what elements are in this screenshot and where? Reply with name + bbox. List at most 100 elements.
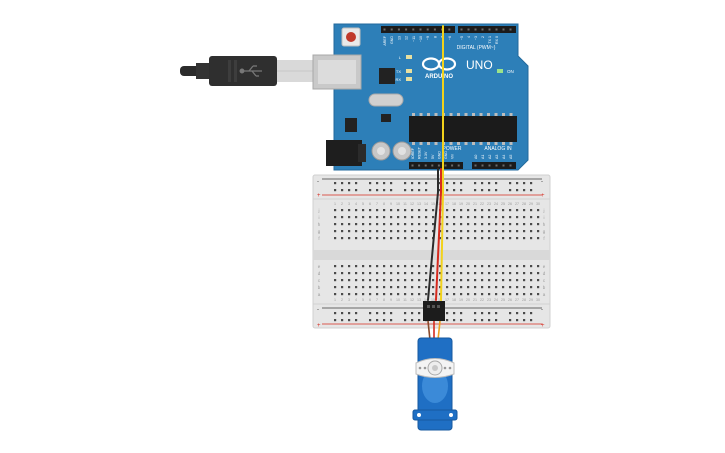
breadboard-hole[interactable] <box>383 237 386 240</box>
breadboard-hole[interactable] <box>355 293 358 296</box>
breadboard-hole[interactable] <box>474 272 477 275</box>
breadboard-hole[interactable] <box>397 265 400 268</box>
breadboard-hole[interactable] <box>334 237 337 240</box>
breadboard-hole[interactable] <box>439 279 442 282</box>
breadboard-hole[interactable] <box>446 216 449 219</box>
header-hole[interactable] <box>383 28 386 31</box>
breadboard-hole[interactable] <box>418 223 421 226</box>
breadboard-hole[interactable] <box>467 279 470 282</box>
breadboard-hole[interactable] <box>488 182 491 185</box>
breadboard-hole[interactable] <box>516 265 519 268</box>
breadboard-hole[interactable] <box>411 237 414 240</box>
analog-header[interactable] <box>472 162 516 169</box>
breadboard-hole[interactable] <box>390 293 393 296</box>
breadboard-hole[interactable] <box>376 237 379 240</box>
breadboard-hole[interactable] <box>362 265 365 268</box>
breadboard-hole[interactable] <box>537 286 540 289</box>
breadboard-hole[interactable] <box>474 265 477 268</box>
breadboard-hole[interactable] <box>425 272 428 275</box>
breadboard-hole[interactable] <box>334 312 337 315</box>
breadboard-hole[interactable] <box>460 279 463 282</box>
breadboard-hole[interactable] <box>411 286 414 289</box>
breadboard-hole[interactable] <box>397 216 400 219</box>
breadboard-hole[interactable] <box>390 209 393 212</box>
breadboard-hole[interactable] <box>460 293 463 296</box>
breadboard-hole[interactable] <box>341 230 344 233</box>
breadboard-hole[interactable] <box>530 265 533 268</box>
breadboard-hole[interactable] <box>495 237 498 240</box>
breadboard-hole[interactable] <box>418 237 421 240</box>
header-hole[interactable] <box>405 28 408 31</box>
breadboard-hole[interactable] <box>509 230 512 233</box>
breadboard-hole[interactable] <box>460 223 463 226</box>
breadboard-hole[interactable] <box>348 265 351 268</box>
header-hole[interactable] <box>426 28 429 31</box>
breadboard-hole[interactable] <box>488 230 491 233</box>
breadboard-hole[interactable] <box>397 272 400 275</box>
breadboard-hole[interactable] <box>369 293 372 296</box>
breadboard-hole[interactable] <box>341 319 344 322</box>
breadboard-hole[interactable] <box>502 216 505 219</box>
breadboard-hole[interactable] <box>446 237 449 240</box>
breadboard-hole[interactable] <box>418 272 421 275</box>
breadboard-hole[interactable] <box>432 265 435 268</box>
breadboard-hole[interactable] <box>481 319 484 322</box>
breadboard-hole[interactable] <box>397 293 400 296</box>
breadboard-hole[interactable] <box>341 279 344 282</box>
breadboard-hole[interactable] <box>390 272 393 275</box>
breadboard-hole[interactable] <box>362 223 365 226</box>
breadboard-hole[interactable] <box>341 209 344 212</box>
breadboard-hole[interactable] <box>481 312 484 315</box>
breadboard-hole[interactable] <box>516 312 519 315</box>
breadboard-hole[interactable] <box>474 230 477 233</box>
breadboard-hole[interactable] <box>460 286 463 289</box>
breadboard-hole[interactable] <box>453 272 456 275</box>
breadboard-hole[interactable] <box>453 223 456 226</box>
breadboard-hole[interactable] <box>516 216 519 219</box>
breadboard-hole[interactable] <box>530 279 533 282</box>
breadboard-hole[interactable] <box>411 312 414 315</box>
breadboard-hole[interactable] <box>369 279 372 282</box>
breadboard-hole[interactable] <box>418 293 421 296</box>
breadboard-hole[interactable] <box>495 319 498 322</box>
breadboard-hole[interactable] <box>397 237 400 240</box>
breadboard-hole[interactable] <box>362 279 365 282</box>
breadboard-hole[interactable] <box>488 209 491 212</box>
breadboard-hole[interactable] <box>425 293 428 296</box>
breadboard-hole[interactable] <box>523 209 526 212</box>
breadboard-hole[interactable] <box>418 209 421 212</box>
breadboard-hole[interactable] <box>530 230 533 233</box>
breadboard-hole[interactable] <box>516 272 519 275</box>
breadboard-hole[interactable] <box>404 223 407 226</box>
breadboard-hole[interactable] <box>502 286 505 289</box>
breadboard-hole[interactable] <box>474 182 477 185</box>
breadboard-hole[interactable] <box>418 265 421 268</box>
breadboard-hole[interactable] <box>432 286 435 289</box>
breadboard-hole[interactable] <box>355 216 358 219</box>
breadboard-hole[interactable] <box>341 293 344 296</box>
breadboard-hole[interactable] <box>376 189 379 192</box>
breadboard-hole[interactable] <box>516 189 519 192</box>
breadboard-hole[interactable] <box>530 286 533 289</box>
breadboard-hole[interactable] <box>467 223 470 226</box>
wire-power[interactable] <box>435 168 442 301</box>
breadboard-hole[interactable] <box>495 189 498 192</box>
breadboard-hole[interactable] <box>418 189 421 192</box>
breadboard-hole[interactable] <box>404 272 407 275</box>
breadboard-hole[interactable] <box>446 223 449 226</box>
header-hole[interactable] <box>390 28 393 31</box>
breadboard-hole[interactable] <box>481 230 484 233</box>
breadboard-hole[interactable] <box>383 189 386 192</box>
breadboard-hole[interactable] <box>523 265 526 268</box>
breadboard-hole[interactable] <box>467 293 470 296</box>
breadboard-hole[interactable] <box>502 293 505 296</box>
breadboard-hole[interactable] <box>369 237 372 240</box>
header-hole[interactable] <box>412 28 415 31</box>
breadboard-hole[interactable] <box>516 279 519 282</box>
breadboard-hole[interactable] <box>411 293 414 296</box>
wires[interactable] <box>427 25 444 301</box>
breadboard-hole[interactable] <box>376 209 379 212</box>
breadboard-hole[interactable] <box>453 230 456 233</box>
breadboard-hole[interactable] <box>425 223 428 226</box>
breadboard-hole[interactable] <box>348 182 351 185</box>
